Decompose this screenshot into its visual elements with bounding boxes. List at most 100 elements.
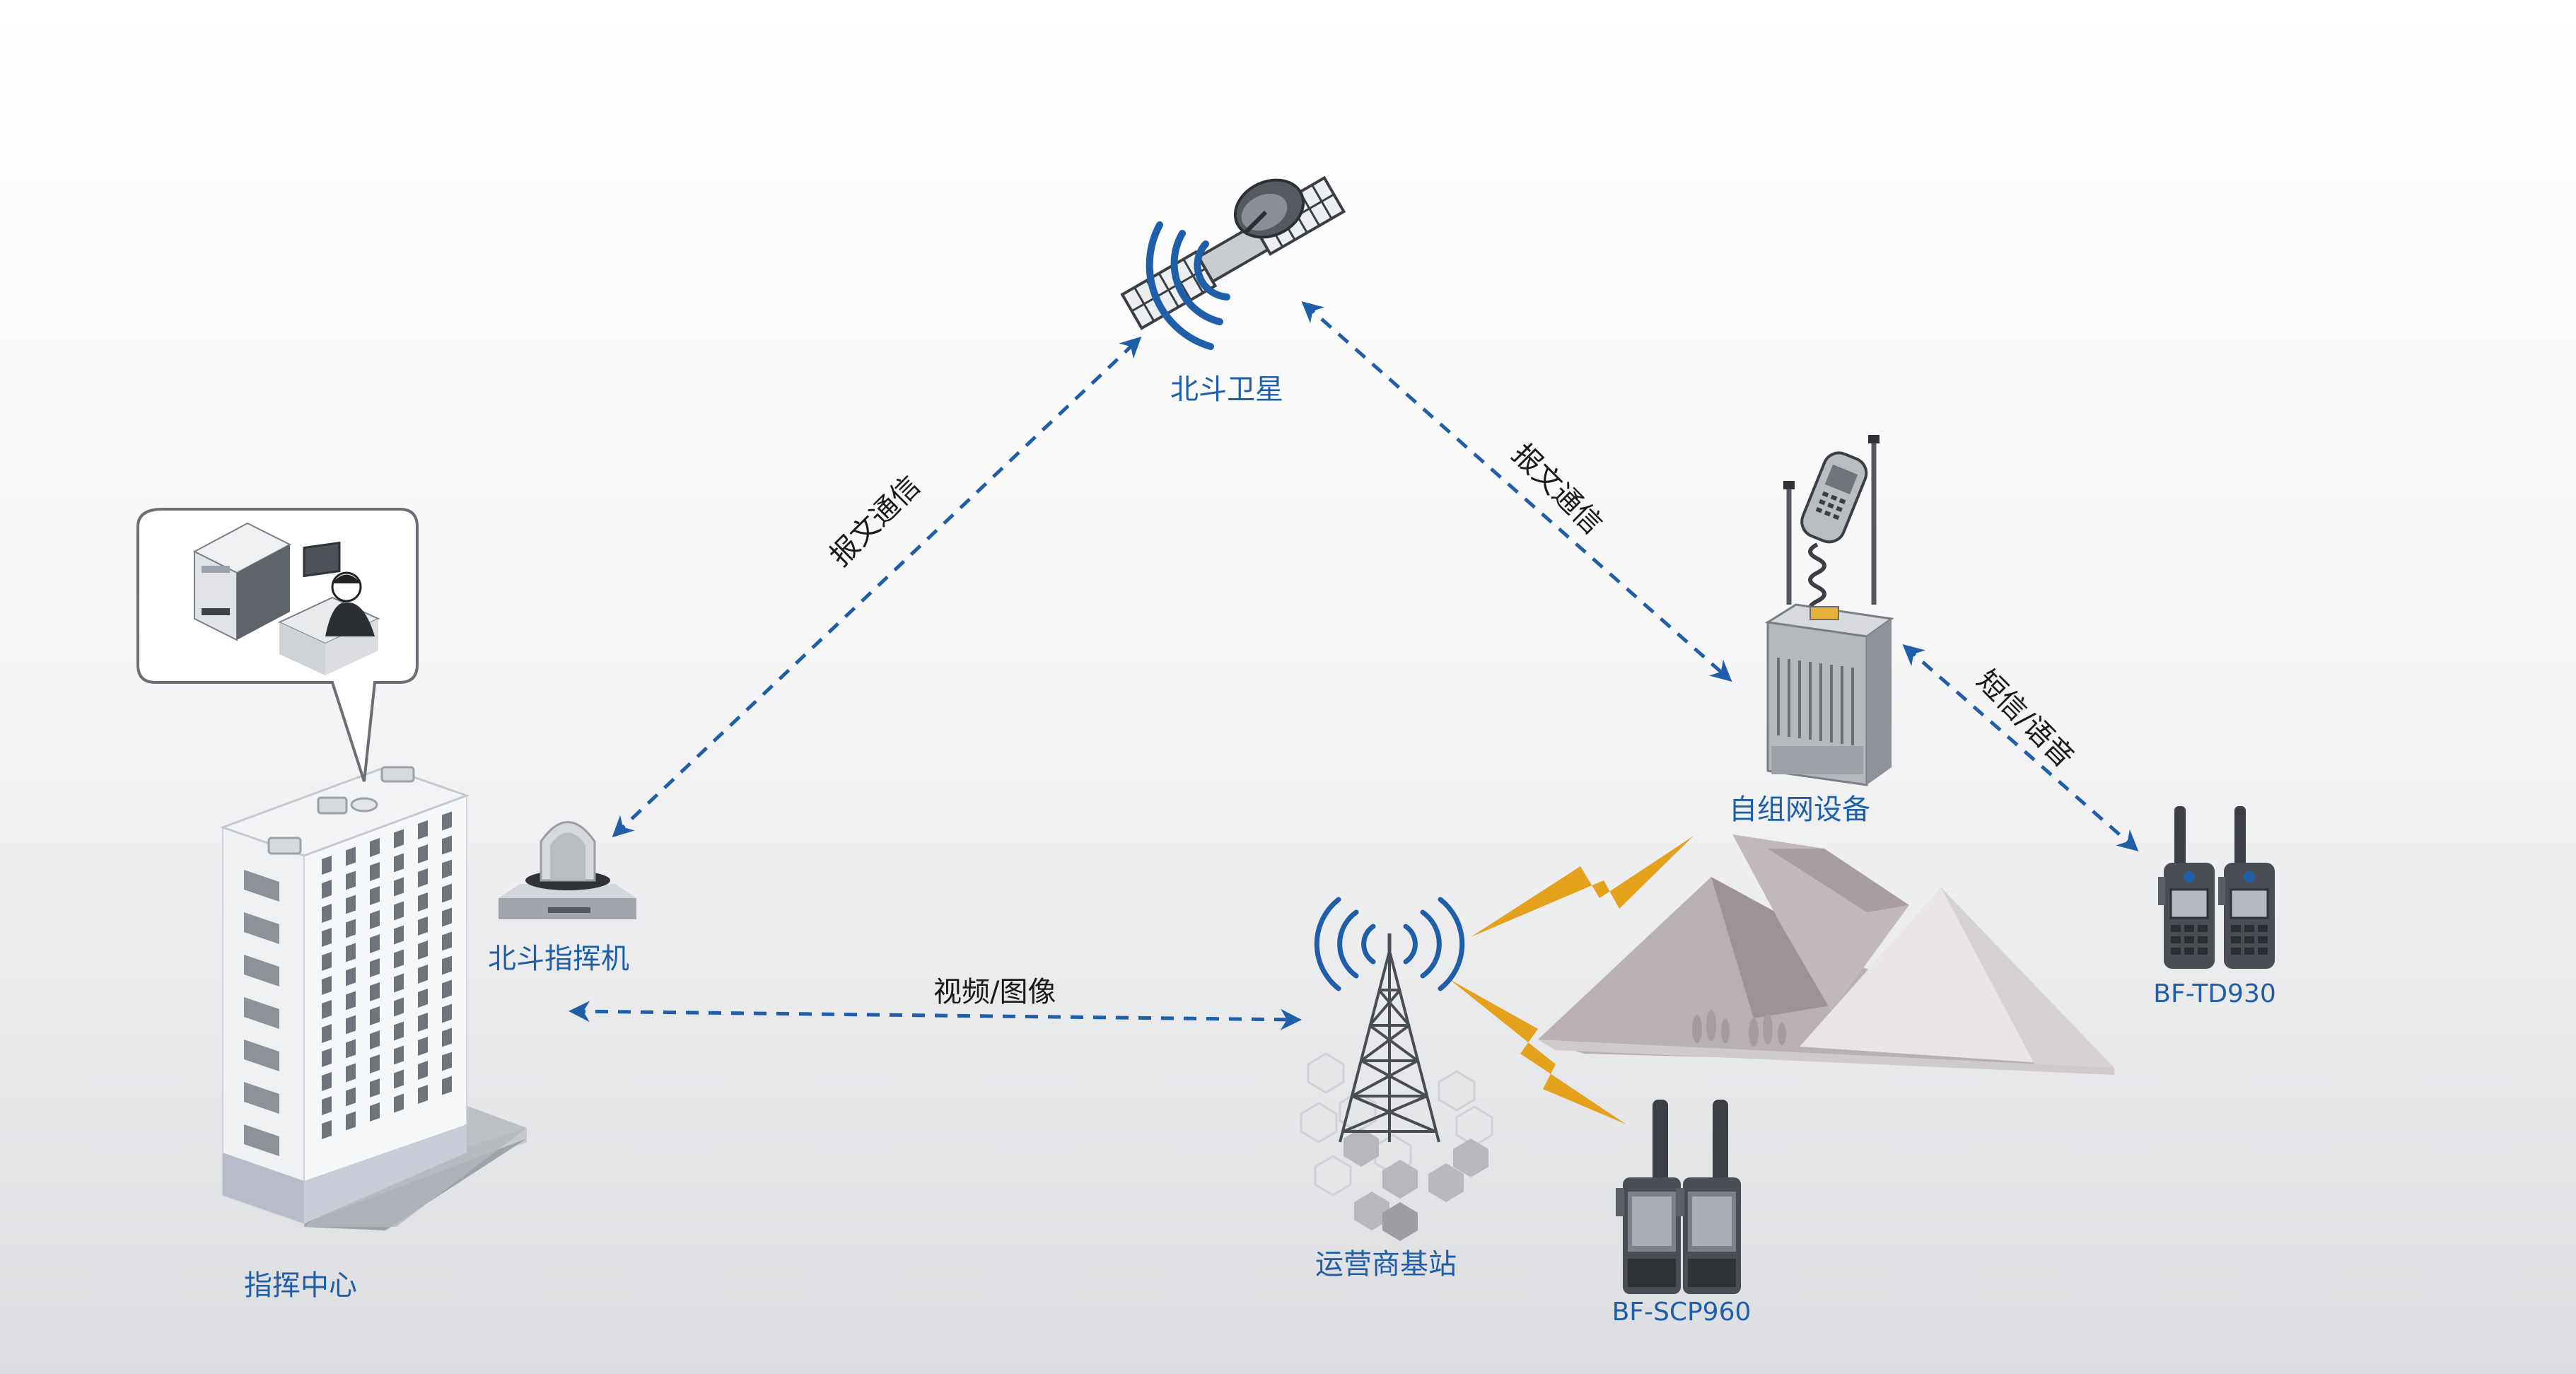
building-window: [394, 829, 404, 849]
building-window: [418, 1061, 428, 1080]
building-window: [442, 931, 452, 951]
link-center-basestation: [569, 1001, 1302, 1030]
building-window: [418, 1085, 428, 1104]
building-window: [370, 910, 380, 929]
building-window: [346, 943, 356, 962]
building-window: [394, 853, 404, 873]
satellite-icon: [1120, 175, 1346, 330]
building-window: [370, 958, 380, 977]
building-window: [370, 982, 380, 1001]
command-center-label: 指挥中心: [244, 1269, 357, 1302]
building-window: [322, 1072, 332, 1091]
building-window: [346, 1087, 356, 1107]
building-window: [418, 1037, 428, 1056]
building-window: [442, 1027, 452, 1047]
link-label-center-basestation: 视频/图像: [933, 976, 1056, 1008]
building-window: [442, 1052, 452, 1071]
building-window: [418, 989, 428, 1008]
building-window: [346, 919, 356, 938]
radio-td930-icon: [2158, 806, 2275, 969]
server-tower-icon: [192, 522, 292, 641]
building-window: [394, 1093, 404, 1113]
building-window: [322, 1024, 332, 1043]
building-window: [370, 934, 380, 953]
building-window: [394, 949, 404, 969]
building-window: [322, 952, 332, 971]
building-window: [322, 1096, 332, 1115]
building-window: [370, 1006, 380, 1025]
building-window: [322, 928, 332, 947]
mesh-device-icon: [1764, 435, 1894, 786]
building-window: [442, 1003, 452, 1023]
building-window: [322, 976, 332, 995]
building-window: [394, 1045, 404, 1065]
building-window: [418, 916, 428, 936]
building-window: [394, 1069, 404, 1089]
base-station-icon: [1300, 933, 1493, 1241]
building-window: [346, 895, 356, 914]
operator-speech-bubble: [136, 508, 419, 782]
signal-waves-icon: [1146, 221, 1230, 350]
mountains-icon: [1538, 834, 2114, 1075]
radio-td930-label: BF-TD930: [2153, 979, 2276, 1008]
building-window: [346, 1111, 356, 1131]
building-window: [370, 1102, 380, 1122]
building-window: [394, 997, 404, 1017]
building-window: [370, 838, 380, 857]
building-window: [442, 859, 452, 879]
building-window: [418, 892, 428, 912]
building-window: [418, 868, 428, 887]
building-window: [346, 991, 356, 1011]
beidou-terminal-label: 北斗指挥机: [488, 943, 629, 975]
building-window: [418, 965, 428, 984]
building-window: [322, 1000, 332, 1019]
building-window: [394, 973, 404, 993]
building-window: [322, 1048, 332, 1067]
broadcast-waves-icon: [1314, 897, 1465, 991]
building-window: [418, 1013, 428, 1032]
radio-scp960-label: BF-SCP960: [1612, 1298, 1752, 1327]
building-window: [394, 1021, 404, 1041]
building-window: [442, 811, 452, 831]
building-window: [346, 1015, 356, 1035]
satellite-label: 北斗卫星: [1170, 373, 1283, 406]
operator-icon: [277, 541, 380, 675]
building-window: [346, 871, 356, 890]
mesh-device-label: 自组网设备: [1729, 793, 1870, 826]
link-satellite-mesh: [1301, 301, 1732, 682]
building-window: [370, 1054, 380, 1073]
base-station-label: 运营商基站: [1315, 1248, 1457, 1281]
building-window: [322, 904, 332, 923]
building-window: [394, 925, 404, 945]
building-window: [322, 1120, 332, 1139]
command-center-building-icon: [219, 766, 527, 1230]
building-window: [322, 856, 332, 875]
building-window: [418, 941, 428, 960]
building-window: [370, 1030, 380, 1049]
building-window: [442, 1076, 452, 1095]
building-window: [394, 901, 404, 921]
radio-scp960-icon: [1616, 1100, 1741, 1294]
lightning-icon: [1471, 836, 1694, 937]
building-window: [442, 955, 452, 975]
building-window: [442, 979, 452, 999]
building-window: [346, 1063, 356, 1083]
building-window: [346, 1039, 356, 1059]
building-window: [370, 1078, 380, 1098]
building-window: [442, 835, 452, 855]
building-window: [418, 844, 428, 863]
lightning-icon: [1450, 979, 1626, 1124]
building-window: [370, 862, 380, 881]
building-window: [418, 820, 428, 839]
building-window: [442, 907, 452, 927]
building-window: [322, 880, 332, 899]
building-window: [346, 846, 356, 866]
link-terminal-satellite: [612, 336, 1142, 838]
building-window: [370, 886, 380, 905]
building-window: [346, 967, 356, 986]
building-windows: [322, 811, 452, 1139]
beidou-terminal-icon: [499, 821, 636, 919]
building-window: [394, 877, 404, 897]
